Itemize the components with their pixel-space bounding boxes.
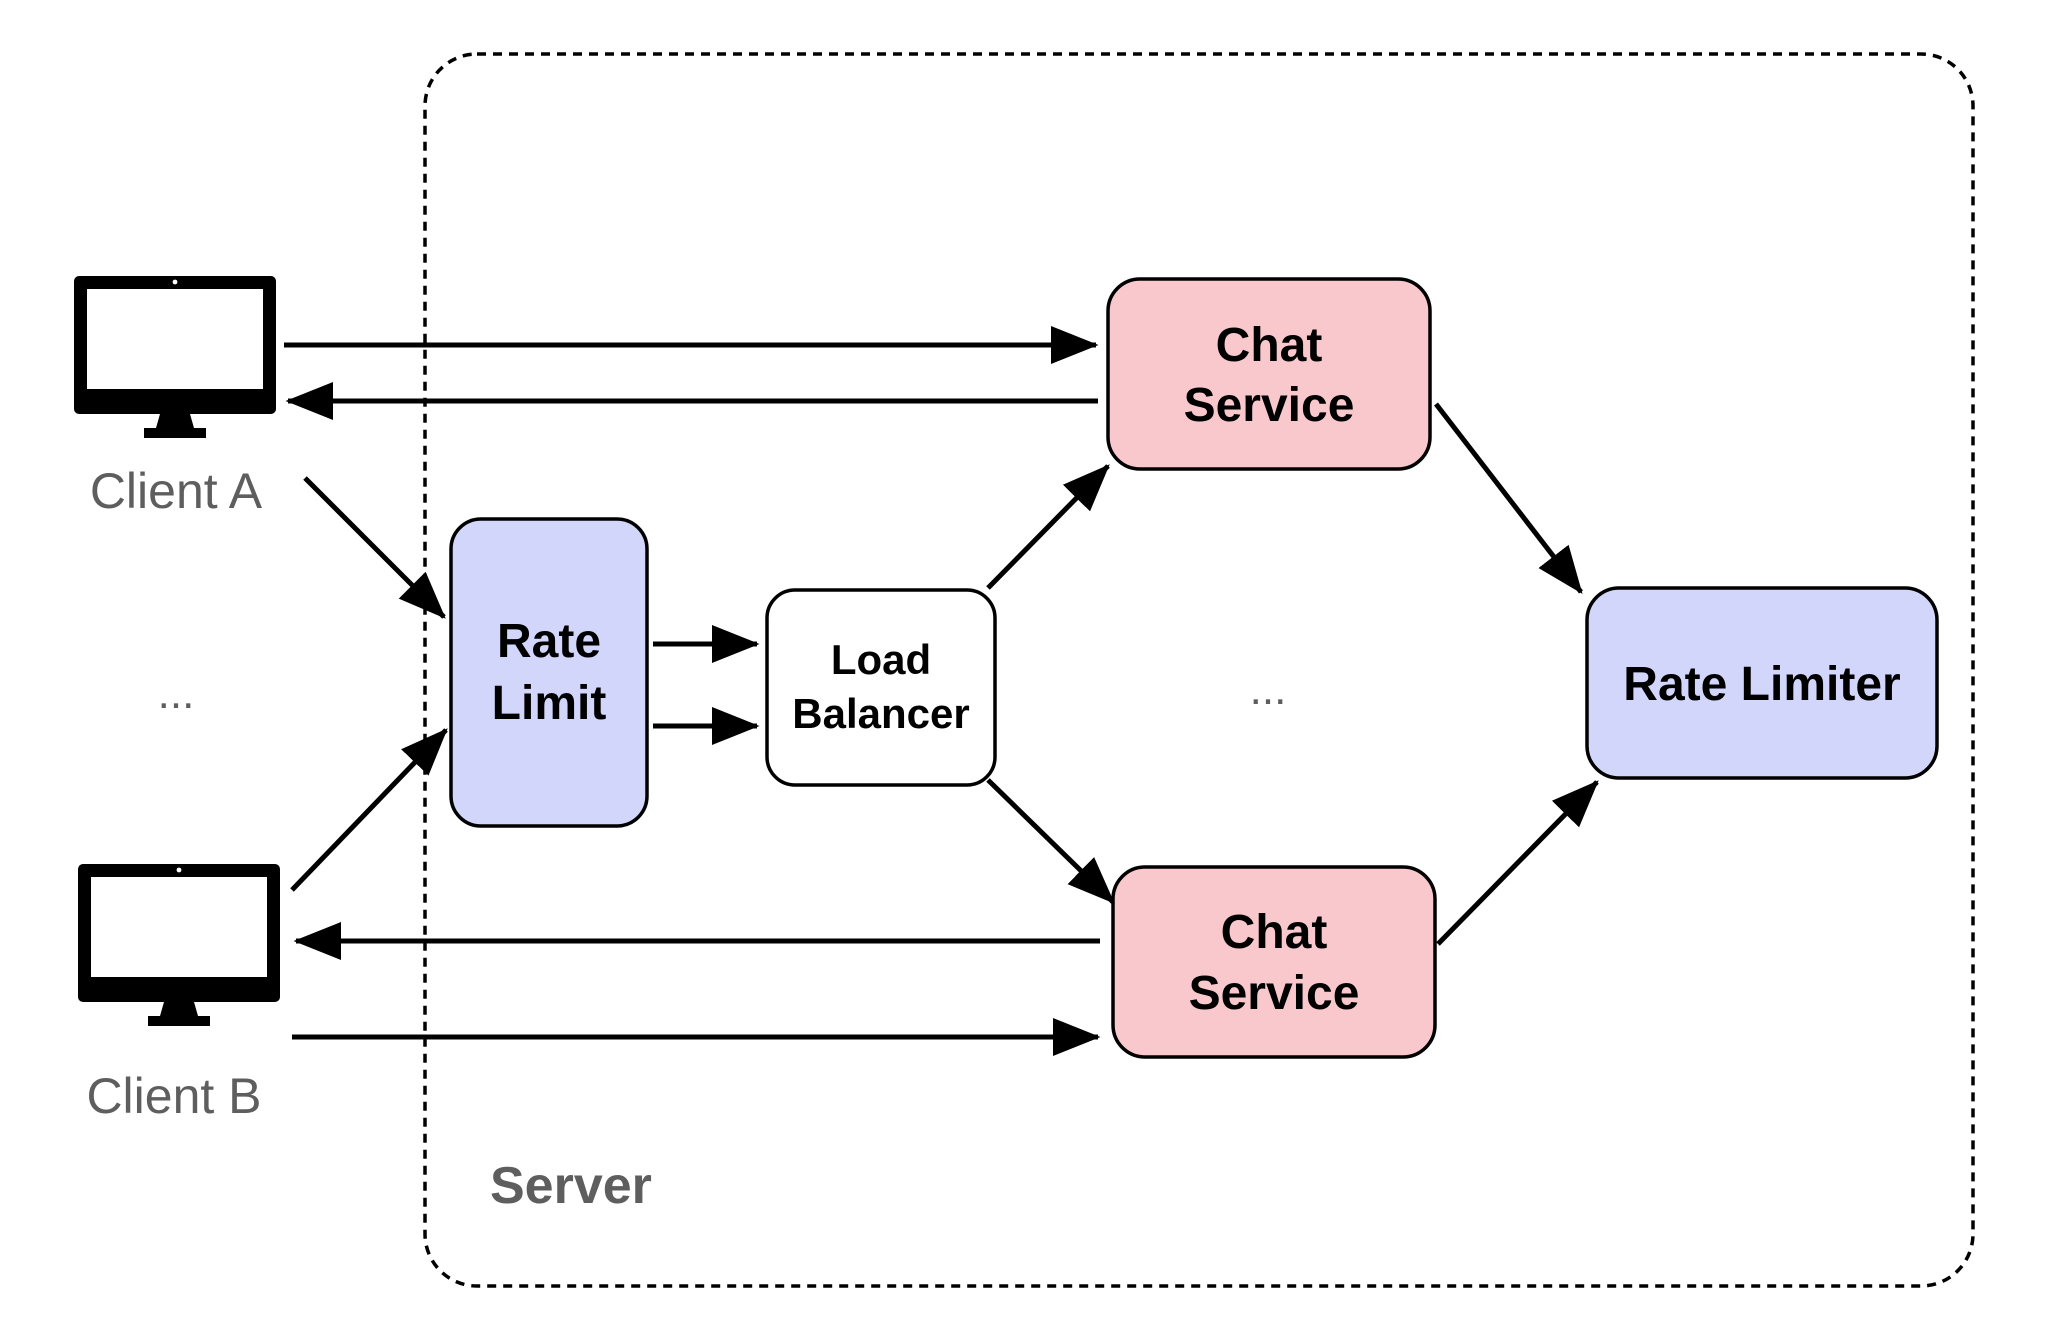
rate-limit-box (449, 517, 649, 828)
chat-service-top-label-line1: Chat (1216, 319, 1323, 372)
chat-service-top-box (1106, 277, 1432, 471)
client-b-label: Client B (86, 1068, 261, 1124)
arrow-chat-top-to-rate-limiter (1434, 402, 1583, 594)
client-a-monitor-icon (74, 276, 276, 438)
rate-limit-label-line2: Limit (492, 677, 607, 730)
rate-limiter-box (1585, 586, 1939, 780)
load-balancer-box (765, 588, 997, 787)
server-boundary (423, 52, 1975, 1288)
rate-limiter-label: Rate Limiter (1623, 658, 1900, 711)
client-b-monitor-icon (78, 864, 280, 1026)
chat-service-top-label-line2: Service (1184, 379, 1355, 432)
load-balancer-label-line1: Load (831, 636, 931, 683)
arrow-client-b-to-rate-limit (290, 728, 448, 892)
arrow-client-a-to-rate-limit (303, 476, 446, 619)
arrow-load-balancer-to-chat-top (986, 464, 1110, 590)
chat-service-bottom-box (1111, 865, 1437, 1059)
arrow-load-balancer-to-chat-bottom (986, 778, 1115, 904)
server-label: Server (490, 1157, 652, 1215)
connector-arrows (284, 326, 1599, 1056)
load-balancer-label-line2: Balancer (792, 690, 969, 737)
arrow-chat-bottom-to-rate-limiter (1436, 780, 1599, 946)
client-a-label: Client A (90, 463, 263, 519)
clients-ellipsis: ... (158, 669, 195, 718)
rate-limit-label-line1: Rate (497, 615, 601, 668)
services-ellipsis: ... (1250, 665, 1287, 714)
chat-service-bottom-label-line1: Chat (1221, 906, 1328, 959)
chat-service-bottom-label-line2: Service (1189, 967, 1360, 1020)
